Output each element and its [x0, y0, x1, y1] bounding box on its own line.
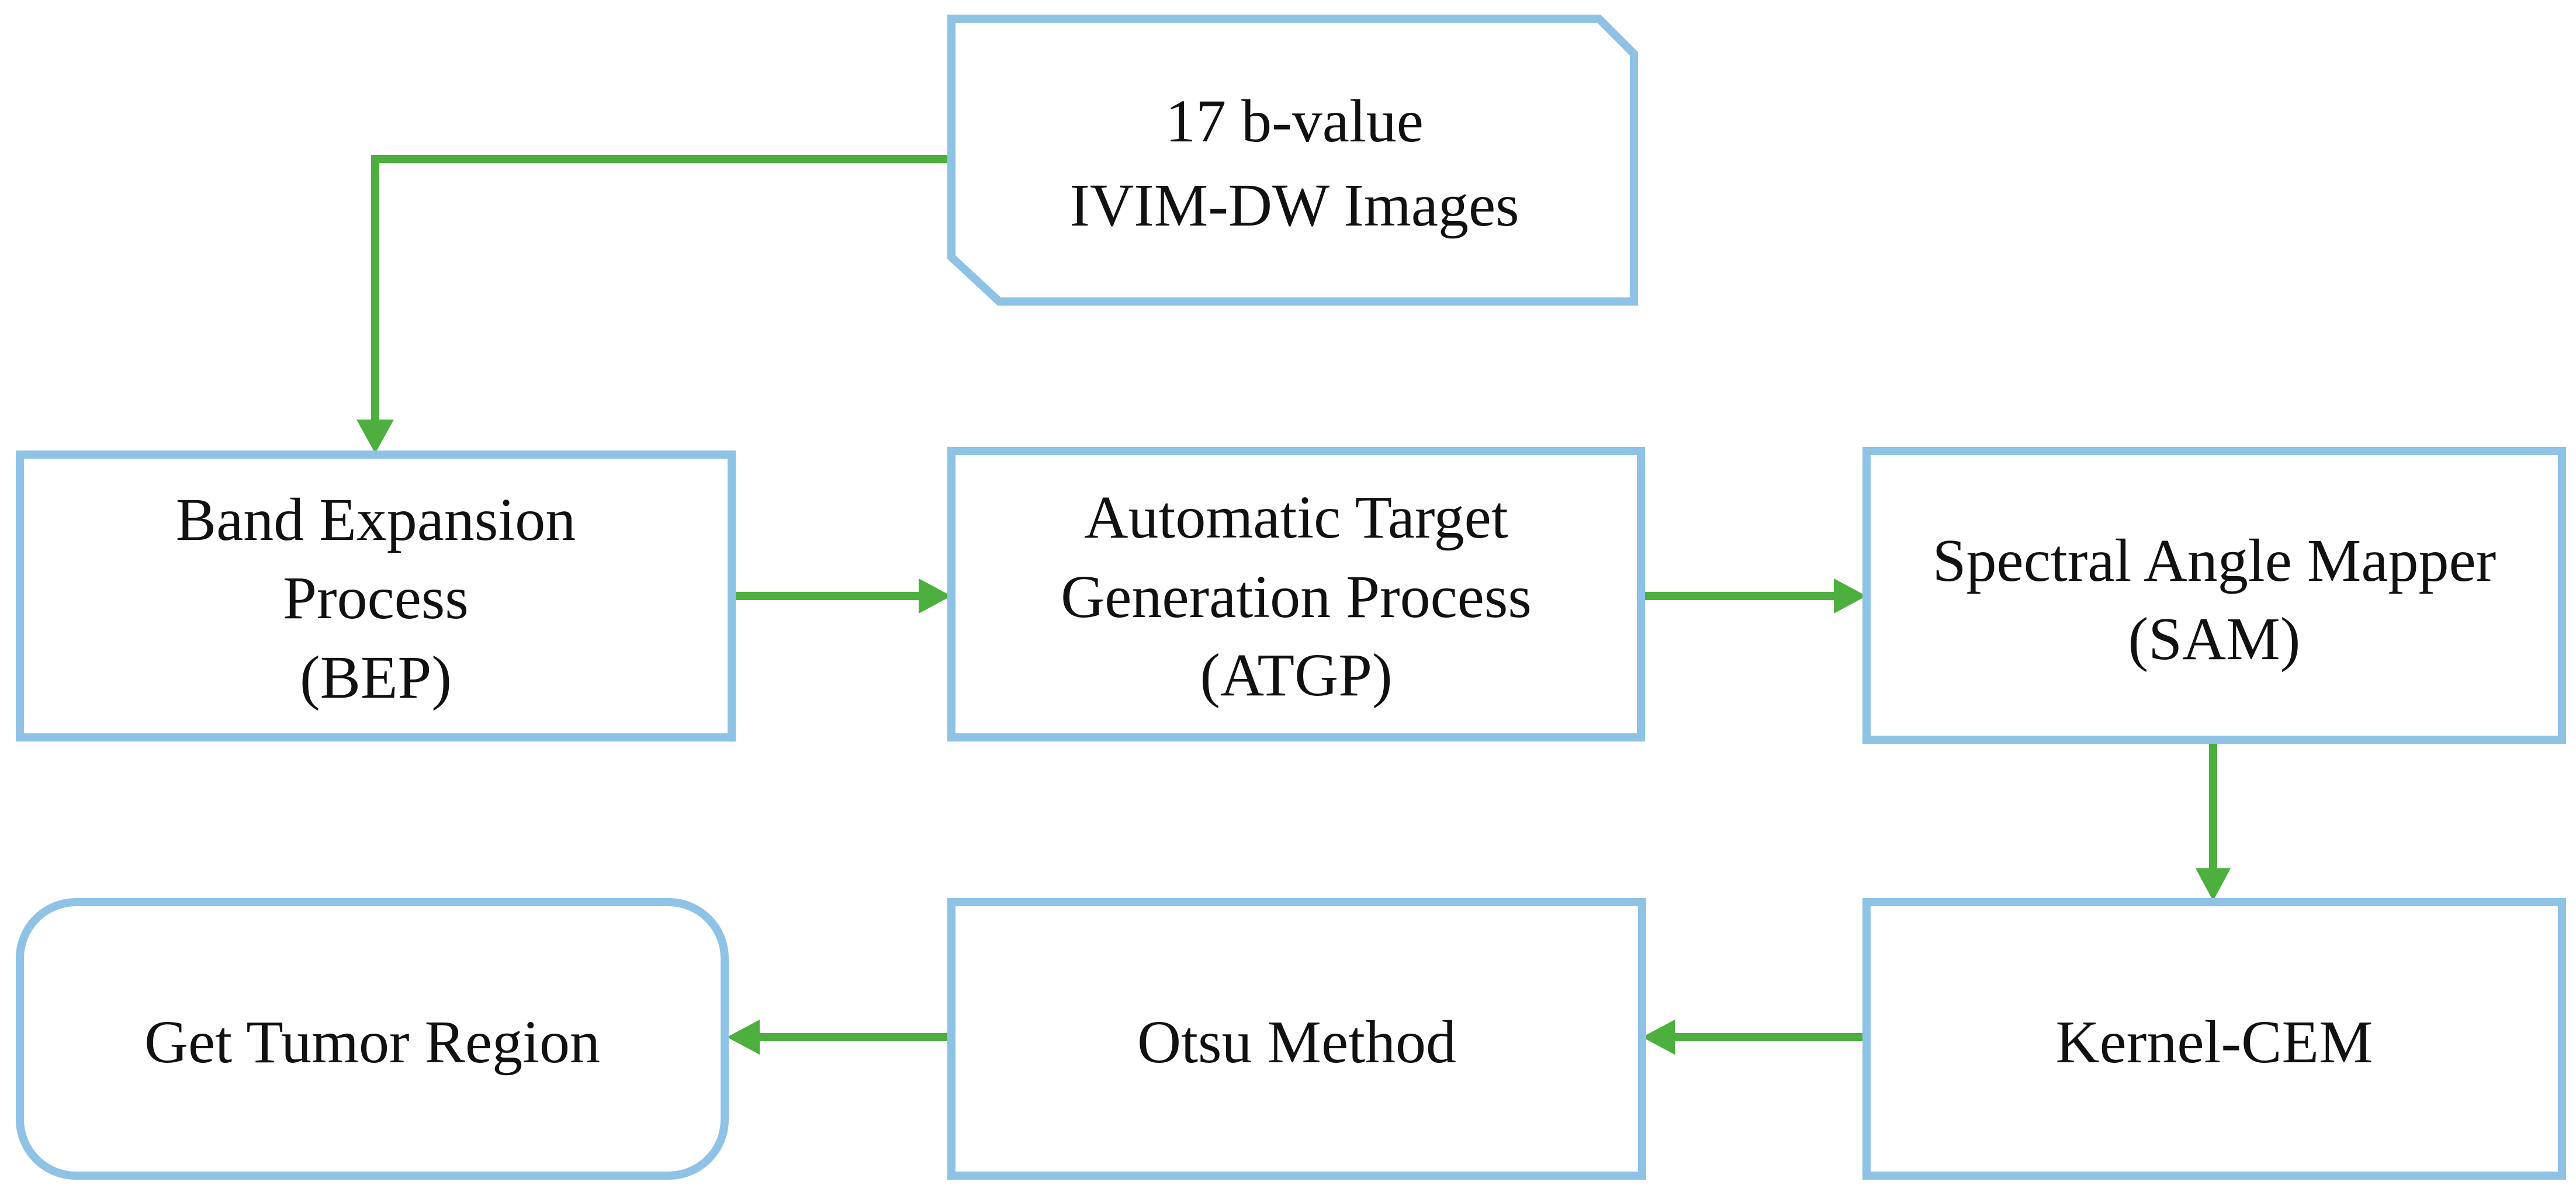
node-bep-label-line3: (BEP) [300, 644, 452, 711]
node-result-shape [16, 898, 729, 1180]
node-bep-label-line1: Band Expansion [176, 486, 576, 553]
node-result: Get Tumor Region [16, 898, 729, 1180]
node-sam: Spectral Angle Mapper (SAM) [1862, 447, 2566, 744]
arrowhead-icon [727, 1020, 760, 1055]
edge-sam-to-kcem [2196, 740, 2231, 901]
node-atgp-label-line2: Generation Process [1061, 563, 1532, 630]
node-bep: Band Expansion Process (BEP) [16, 451, 736, 741]
arrowhead-icon [2196, 868, 2231, 901]
arrowhead-icon [1834, 578, 1867, 614]
edge-kcem-to-otsu [1642, 1020, 1867, 1055]
node-sam-shape [1862, 447, 2566, 744]
node-otsu: Otsu Method [947, 898, 1646, 1180]
arrowhead-icon [356, 420, 394, 453]
node-sam-label-line1: Spectral Angle Mapper [1933, 527, 2497, 594]
edge-otsu-to-result [727, 1020, 951, 1055]
node-input-label-line1: 17 b-value [1165, 88, 1424, 155]
node-kcem: Kernel-CEM [1862, 898, 2566, 1180]
node-kcem-shape [1862, 898, 2566, 1180]
edge-atgp-to-sam [1641, 578, 1867, 614]
node-input-label-line2: IVIM-DW Images [1069, 172, 1519, 239]
node-atgp: Automatic Target Generation Process (ATG… [947, 447, 1645, 741]
node-kcem-label-line1: Kernel-CEM [2056, 1009, 2373, 1076]
node-input-shape [947, 15, 1638, 306]
node-bep-label-line2: Process [283, 564, 469, 632]
node-atgp-label-line1: Automatic Target [1084, 484, 1508, 551]
node-bep-shape [16, 451, 736, 741]
node-input: 17 b-value IVIM-DW Images [947, 15, 1638, 306]
edge-bep-to-atgp [732, 578, 951, 614]
connectors [356, 155, 2231, 1055]
node-result-label-line1: Get Tumor Region [144, 1009, 600, 1076]
edge-input-to-bep [356, 155, 951, 453]
node-sam-label-line2: (SAM) [2128, 605, 2301, 673]
arrowhead-icon [919, 578, 951, 614]
node-otsu-shape [947, 898, 1646, 1180]
node-otsu-label-line1: Otsu Method [1137, 1009, 1456, 1076]
node-atgp-label-line3: (ATGP) [1200, 642, 1392, 709]
edge-input-to-bep-line [371, 155, 951, 421]
arrowhead-icon [1642, 1020, 1675, 1055]
node-atgp-shape [947, 447, 1645, 741]
